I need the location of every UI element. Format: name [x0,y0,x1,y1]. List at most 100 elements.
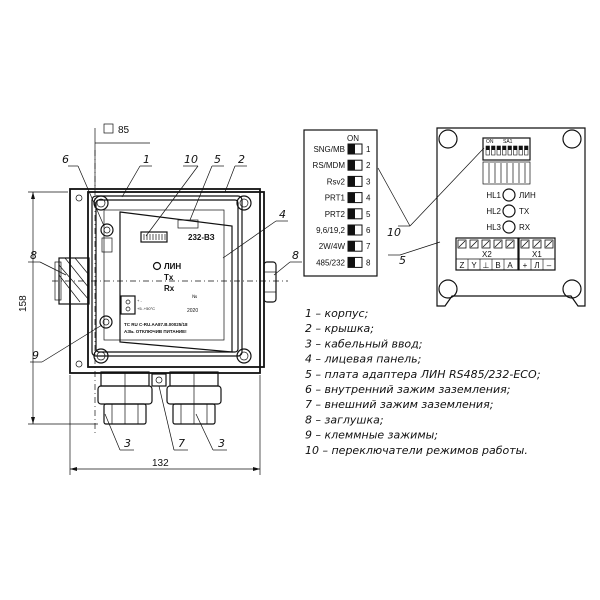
x2-pin: Z [460,261,465,270]
sa1-key-knob [486,146,490,150]
led-icon [502,204,516,218]
x2-pin: B [495,261,500,270]
board-sa1: SA1 [503,139,513,145]
terminal-clamp-9 [99,315,113,329]
rx-label: Rx [164,284,175,293]
led-name: ЛИН [519,191,536,200]
sa1-key-knob [491,146,495,150]
svg-text:+5..+50°C: +5..+50°C [137,306,155,311]
callout-2: 2 [238,153,245,166]
switch-row-label: RS/MDM [313,161,346,170]
led-name: RX [519,223,531,232]
legend-item: 8 – заглушка; [305,413,384,426]
x2-pin: ⊥ [483,261,490,270]
x1-label: X1 [532,250,542,259]
switch-knob [348,225,355,235]
led-icon [502,188,516,202]
switch-row-label: PRT1 [325,194,346,203]
switch-row-label: 485/232 [316,258,345,267]
sa1-switch [482,137,531,161]
callout-4: 4 [279,208,286,221]
dim-width-label: 132 [152,458,169,469]
switch-knob [348,192,355,203]
switch-row-num: 5 [366,210,371,219]
x1-pin: + [523,261,528,270]
plate-text-2: АЗЬ. ОТКЛЮЧИВ ПИТАНИЕ! [124,329,187,334]
year-label: 2020 [187,308,198,314]
board-outline [436,127,586,307]
switch-knob [348,176,355,187]
x2-pin: Y [471,261,477,270]
svg-text:+ -: + - [137,298,142,303]
plate-text-1: ТС RU C-RU.АА87.В.00025/18 [124,322,188,327]
x1-pin: – [547,261,552,270]
legend-item: 2 – крышка; [305,322,374,335]
led-lin [152,261,162,271]
led-designator: HL1 [486,191,501,200]
callout-3-right: 3 [218,437,225,450]
x1-pin: Л [534,261,539,270]
right-plug [263,261,277,303]
sa1-key-knob [524,146,528,150]
legend-item: 6 – внутренний зажим заземления; [305,383,510,396]
corner-screws [75,194,252,368]
legend-item: 7 – внешний зажим заземления; [305,398,493,411]
switch-row-num: 6 [366,226,371,235]
x2-pin: A [507,261,513,270]
switch-row-num: 2 [366,161,371,170]
callout-3-left: 3 [124,437,131,450]
switch-knob [348,208,355,219]
led-designator: HL3 [486,223,501,232]
terminal-block [120,295,136,315]
switch-row-label: 2W/4W [319,242,346,251]
switch-row-label: PRT2 [325,210,346,219]
dimension-height: 158 [18,191,98,425]
external-ground-clamp [151,373,167,387]
switch-row-num: 7 [366,242,371,251]
switch-row-num: 4 [366,194,371,203]
leaders [28,165,302,451]
switch-knob [348,241,355,252]
switch-row-label: 9,6/19,2 [316,226,345,235]
led-designator: HL2 [486,207,501,216]
legend-item: 5 – плата адаптера ЛИН RS485/232-ECO; [305,368,541,381]
switch-row-label: SNG/MB [313,145,345,154]
dim-height-label: 158 [18,295,29,312]
board-on: ON [486,139,494,145]
led-name: TX [519,207,530,216]
internal-ground-clamp [100,223,114,253]
callout-9: 9 [32,349,39,362]
switch-row-num: 1 [366,145,371,154]
dip-switch-block [140,231,168,243]
enclosure-view: 232-ВЗ ЛИН Tx Rx № 2020 ТС RU C-RU.АА87.… [18,123,302,475]
callout-1: 1 [143,153,150,166]
legend-item: 1 – корпус; [305,307,368,320]
callout-10: 10 [184,153,198,166]
sa1-key-knob [497,146,501,150]
switch-knob [348,160,355,171]
switch-row-num: 3 [366,177,371,186]
switch-row-num: 8 [366,258,371,267]
switch-row-label: Rsv2 [327,177,346,186]
callout-5: 5 [214,153,221,166]
switch-knob [348,257,355,268]
callout-5-board: 5 [399,254,406,267]
sa1-key-knob [508,146,512,150]
lin-label: ЛИН [164,262,181,271]
legend-item: 4 – лицевая панель; [305,353,421,366]
led-icon [502,220,516,234]
cable-gland-right [166,371,222,425]
legend-item: 9 – клеммные зажимы; [305,429,438,442]
enclosure-lid [91,195,243,357]
callout-10-table: 10 [387,226,401,239]
legend-item: 3 – кабельный ввод; [305,337,422,350]
dimension-top: 85 [94,123,150,188]
cable-gland-left [97,371,153,425]
callout-8-right: 8 [292,249,299,262]
callout-8-left: 8 [30,249,37,262]
sa1-key-knob [513,146,517,150]
sa1-key-knob [502,146,506,150]
